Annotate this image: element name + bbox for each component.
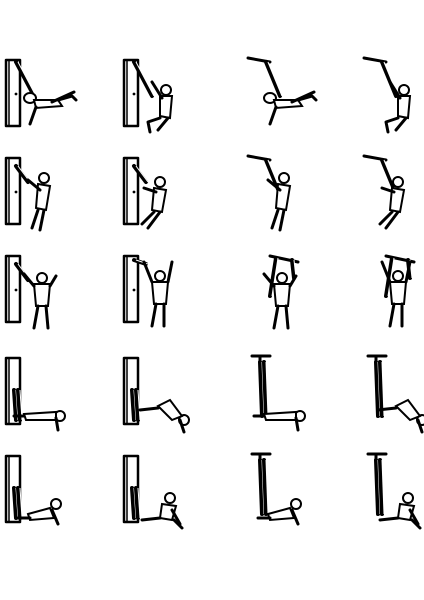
figure-standing-pull: [22, 272, 58, 330]
figure-hanging-knee: [146, 80, 174, 134]
exercise-figure-r2-c3: [240, 150, 330, 250]
figure-plank: [12, 410, 66, 432]
exercise-figure-r4-c2: [118, 350, 208, 450]
exercise-figure-r3-c3: [240, 248, 330, 348]
figure-reverse-plank: [16, 498, 62, 526]
exercise-figure-r4-c4: [356, 350, 424, 450]
figure-pike: [138, 398, 190, 434]
exercise-figure-r5-c4: [356, 448, 424, 548]
figure-hanging-knee: [384, 80, 412, 134]
exercise-figure-r5-c3: [240, 448, 330, 548]
exercise-figure-r4-c3: [240, 350, 330, 450]
figure-lying-side: [23, 90, 78, 126]
door-frame-icon: [4, 58, 22, 128]
exercise-figure-r5-c1: [0, 448, 90, 548]
figure-lying-side: [263, 90, 318, 126]
figure-pike: [376, 398, 424, 434]
exercise-figure-r2-c2: [118, 150, 208, 250]
exercise-figure-r4-c1: [0, 350, 90, 450]
figure-standing-pull: [262, 272, 298, 330]
exercise-figure-r1-c4: [356, 52, 424, 152]
door-frame-icon: [122, 254, 140, 324]
figure-plank: [252, 410, 306, 432]
door-frame-icon: [4, 156, 22, 226]
figure-lean-row-close: [140, 176, 168, 230]
exercise-figure-r1-c3: [240, 52, 330, 152]
figure-overhead-pull: [142, 260, 174, 328]
exercise-figure-r2-c4: [356, 150, 424, 250]
exercise-figure-r1-c1: [0, 52, 90, 152]
door-frame-icon: [122, 58, 140, 128]
figure-seated: [140, 492, 184, 530]
exercise-figure-r3-c1: [0, 248, 90, 348]
exercise-figure-r3-c2: [118, 248, 208, 348]
exercise-figure-r3-c4: [356, 248, 424, 348]
figure-lean-row: [26, 172, 52, 232]
figure-lean-row: [266, 172, 292, 232]
door-frame-icon: [4, 254, 22, 324]
door-frame-icon: [122, 156, 140, 226]
exercise-figure-r1-c2: [118, 52, 208, 152]
figure-lean-row-close: [378, 176, 406, 230]
exercise-figure-r5-c2: [118, 448, 208, 548]
exercise-figure-r2-c1: [0, 150, 90, 250]
figure-seated: [378, 492, 422, 530]
figure-reverse-plank: [256, 498, 302, 526]
figure-overhead-pull: [380, 260, 412, 328]
